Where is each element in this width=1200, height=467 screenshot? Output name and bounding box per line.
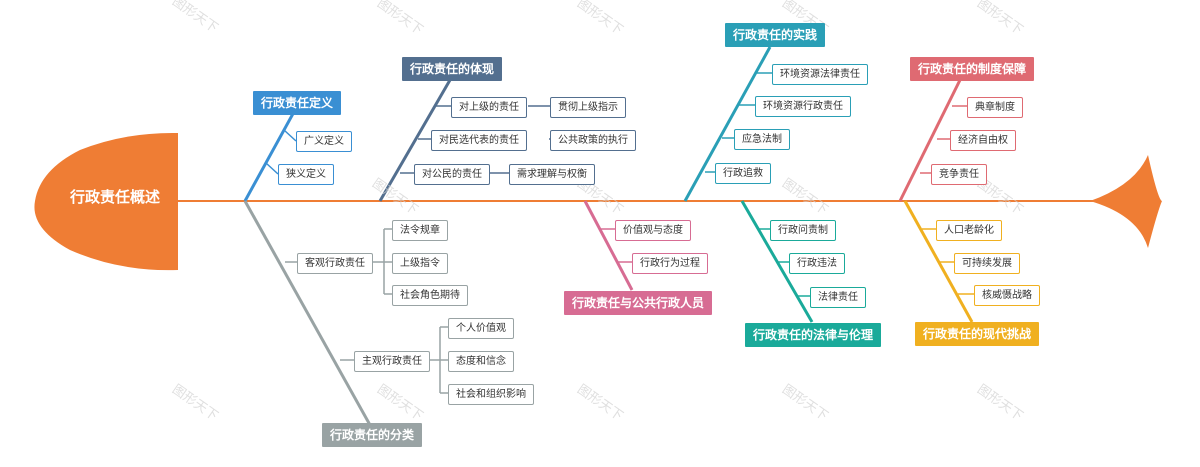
institution-item[interactable]: 经济自由权 xyxy=(950,130,1016,151)
category-practice[interactable]: 行政责任的实践 xyxy=(725,23,826,47)
embodiment-item[interactable]: 对上级的责任 xyxy=(451,97,527,118)
practice-item[interactable]: 应急法制 xyxy=(734,129,790,150)
subjective-item[interactable]: 个人价值观 xyxy=(448,318,514,339)
institution-item[interactable]: 竞争责任 xyxy=(931,164,987,185)
objective-item[interactable]: 法令规章 xyxy=(392,220,448,241)
category-institution[interactable]: 行政责任的制度保障 xyxy=(910,57,1035,81)
head-title[interactable]: 行政责任概述 xyxy=(69,188,160,206)
law-ethics-item[interactable]: 行政问责制 xyxy=(770,220,836,241)
fish-head-shape xyxy=(34,132,178,271)
category-personnel[interactable]: 行政责任与公共行政人员 xyxy=(564,291,713,315)
practice-item[interactable]: 行政追救 xyxy=(715,163,771,184)
branch-institution xyxy=(898,79,968,202)
subjective-item[interactable]: 社会和组织影响 xyxy=(448,384,534,405)
embodiment-item[interactable]: 对公民的责任 xyxy=(414,164,490,185)
category-law-ethics[interactable]: 行政责任的法律与伦理 xyxy=(745,323,882,347)
category-challenges[interactable]: 行政责任的现代挑战 xyxy=(915,322,1040,346)
embodiment-subitem[interactable]: 公共政策的执行 xyxy=(550,130,636,151)
definition-item[interactable]: 广义定义 xyxy=(296,131,352,152)
category-classification[interactable]: 行政责任的分类 xyxy=(322,423,423,447)
category-embodiment[interactable]: 行政责任的体现 xyxy=(402,57,503,81)
embodiment-item[interactable]: 对民选代表的责任 xyxy=(431,130,527,151)
subjective-item[interactable]: 态度和信念 xyxy=(448,351,514,372)
classification-objective[interactable]: 客观行政责任 xyxy=(297,253,373,274)
institution-item[interactable]: 典章制度 xyxy=(967,97,1023,118)
branch-definition xyxy=(243,109,298,202)
law-ethics-item[interactable]: 法律责任 xyxy=(810,287,866,308)
law-ethics-item[interactable]: 行政违法 xyxy=(789,253,845,274)
category-definition[interactable]: 行政责任定义 xyxy=(253,91,342,115)
embodiment-subitem[interactable]: 需求理解与权衡 xyxy=(509,164,595,185)
definition-item[interactable]: 狭义定义 xyxy=(278,164,334,185)
challenges-item[interactable]: 核威慑战略 xyxy=(974,285,1040,306)
branch-practice xyxy=(683,46,773,202)
challenges-item[interactable]: 人口老龄化 xyxy=(936,220,1002,241)
classification-subjective[interactable]: 主观行政责任 xyxy=(354,351,430,372)
fish-tail-shape xyxy=(1090,155,1162,248)
branch-classification xyxy=(243,200,449,426)
objective-item[interactable]: 社会角色期待 xyxy=(392,285,468,306)
branch-challenges xyxy=(903,200,975,323)
practice-item[interactable]: 环境资源行政责任 xyxy=(755,96,851,117)
branch-law-ethics xyxy=(740,200,814,323)
branch-personnel xyxy=(583,200,634,291)
practice-item[interactable]: 环境资源法律责任 xyxy=(772,64,868,85)
challenges-item[interactable]: 可持续发展 xyxy=(954,253,1020,274)
objective-item[interactable]: 上级指令 xyxy=(392,253,448,274)
personnel-item[interactable]: 行政行为过程 xyxy=(632,253,708,274)
personnel-item[interactable]: 价值观与态度 xyxy=(615,220,691,241)
embodiment-subitem[interactable]: 贯彻上级指示 xyxy=(550,97,626,118)
